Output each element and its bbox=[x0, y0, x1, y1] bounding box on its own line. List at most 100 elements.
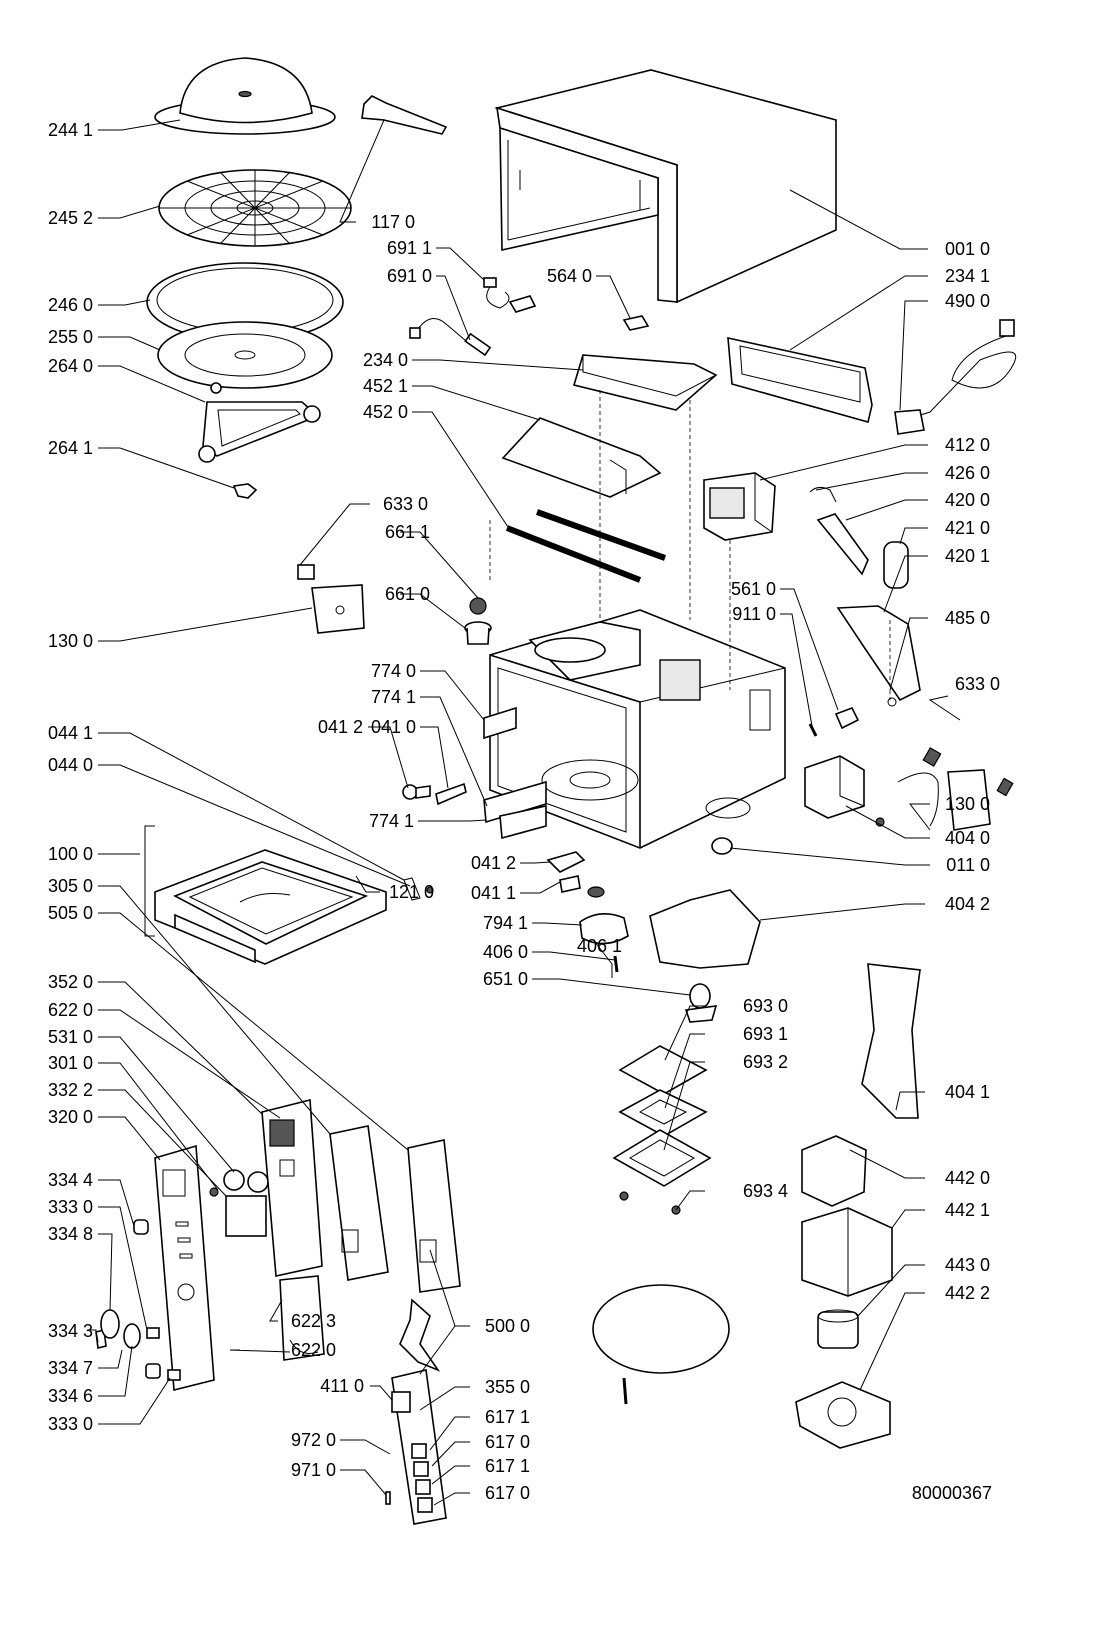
callout-443-0: 443 0 bbox=[945, 1255, 990, 1275]
callout-245-2: 245 2 bbox=[48, 208, 93, 228]
turntable-motor-part bbox=[546, 851, 629, 973]
interlock-switch-right-part bbox=[897, 747, 1014, 831]
callout-334-8: 334 8 bbox=[48, 1224, 93, 1244]
door-catch-part bbox=[402, 782, 467, 806]
callout-404-1: 404 1 bbox=[945, 1082, 990, 1102]
callout-011-0: 011 0 bbox=[946, 855, 990, 875]
callout-130-0-right: 130 0 bbox=[945, 794, 990, 814]
fan-motor-part bbox=[795, 1135, 893, 1449]
callout-485-0: 485 0 bbox=[945, 608, 990, 628]
callout-505-0: 505 0 bbox=[48, 903, 93, 923]
transformer-part bbox=[703, 472, 776, 541]
grill-rack-part bbox=[158, 169, 352, 247]
callout-234-0: 234 0 bbox=[363, 350, 408, 370]
callout-041-2-upper: 041 2 bbox=[318, 717, 363, 737]
power-board-part bbox=[385, 1369, 447, 1525]
turntable-support-part bbox=[198, 382, 321, 463]
callout-691-0: 691 0 bbox=[387, 266, 432, 286]
callout-121-0: 121 0 bbox=[389, 882, 434, 902]
callout-661-0: 661 0 bbox=[385, 584, 430, 604]
callout-633-0-left: 633 0 bbox=[383, 494, 428, 514]
callout-617-0-lower: 617 0 bbox=[485, 1483, 530, 1503]
callout-117-0: 117 0 bbox=[371, 212, 415, 232]
interlock-switch-left-part bbox=[297, 564, 365, 634]
callout-622-0-upper: 622 0 bbox=[48, 1000, 93, 1020]
callout-041-2-lower: 041 2 bbox=[471, 853, 516, 873]
lamp-part bbox=[684, 983, 718, 1023]
callout-320-0: 320 0 bbox=[48, 1107, 93, 1127]
callout-617-1-upper: 617 1 bbox=[485, 1407, 530, 1427]
callout-352-0: 352 0 bbox=[48, 972, 93, 992]
callout-334-6: 334 6 bbox=[48, 1386, 93, 1406]
callout-355-0: 355 0 bbox=[485, 1377, 530, 1397]
callout-255-0: 255 0 bbox=[48, 327, 93, 347]
callout-404-0: 404 0 bbox=[945, 828, 990, 848]
drawing-number: 80000367 bbox=[912, 1483, 992, 1503]
callout-044-0: 044 0 bbox=[48, 755, 93, 775]
callout-244-1: 244 1 bbox=[48, 120, 93, 140]
callout-651-0: 651 0 bbox=[483, 969, 528, 989]
assembly-guide-lines bbox=[489, 390, 891, 700]
callout-412-0: 412 0 bbox=[945, 435, 990, 455]
magnetron-part bbox=[804, 755, 885, 827]
turntable-plate-part bbox=[157, 321, 333, 389]
callout-490-0: 490 0 bbox=[945, 291, 990, 311]
callout-234-1: 234 1 bbox=[945, 266, 990, 286]
callout-404-2: 404 2 bbox=[945, 894, 990, 914]
cover-dome-part bbox=[154, 57, 336, 135]
callout-411-0: 411 0 bbox=[320, 1376, 364, 1396]
callout-001-0: 001 0 bbox=[945, 239, 990, 259]
callout-426-0: 426 0 bbox=[945, 463, 990, 483]
callout-333-0-lower: 333 0 bbox=[48, 1414, 93, 1434]
capacitor-diode-part bbox=[809, 486, 921, 702]
waveguide-cover-part bbox=[572, 354, 718, 411]
bottom-plate-part bbox=[592, 1284, 730, 1405]
coupler-part bbox=[232, 483, 258, 499]
callout-301-0: 301 0 bbox=[48, 1053, 93, 1073]
callout-442-2: 442 2 bbox=[945, 1283, 990, 1303]
callout-693-1: 693 1 bbox=[743, 1024, 788, 1044]
circuit-board-part bbox=[329, 1125, 461, 1293]
callout-332-2: 332 2 bbox=[48, 1080, 93, 1100]
oven-cavity-part bbox=[489, 609, 786, 849]
callout-693-4: 693 4 bbox=[743, 1181, 788, 1201]
callout-693-2: 693 2 bbox=[743, 1052, 788, 1072]
callout-452-0: 452 0 bbox=[363, 402, 408, 422]
thermostat-screw-part bbox=[808, 697, 897, 737]
keypad-part bbox=[209, 1169, 269, 1237]
callout-633-0-right: 633 0 bbox=[955, 674, 1000, 694]
callout-305-0: 305 0 bbox=[48, 876, 93, 896]
callout-labels: 244 1 245 2 246 0 255 0 264 0 264 1 633 … bbox=[48, 120, 1000, 1503]
callout-971-0: 971 0 bbox=[291, 1460, 336, 1480]
callout-334-7: 334 7 bbox=[48, 1358, 93, 1378]
callout-452-1: 452 1 bbox=[363, 376, 408, 396]
callout-100-0: 100 0 bbox=[48, 844, 93, 864]
thermal-fuse-wiring-part bbox=[409, 277, 537, 357]
callout-500-0: 500 0 bbox=[485, 1316, 530, 1336]
callout-693-0: 693 0 bbox=[743, 996, 788, 1016]
assembly-arrow bbox=[399, 1298, 441, 1372]
callout-041-1: 041 1 bbox=[471, 883, 516, 903]
mica-cover-part bbox=[361, 95, 448, 135]
callout-406-0: 406 0 bbox=[483, 942, 528, 962]
callout-531-0: 531 0 bbox=[48, 1027, 93, 1047]
callout-264-1: 264 1 bbox=[48, 438, 93, 458]
callout-334-3: 334 3 bbox=[48, 1321, 93, 1341]
air-chute-part bbox=[861, 963, 921, 1119]
callout-041-0: 041 0 bbox=[371, 717, 416, 737]
callout-406-1: 406 1 bbox=[577, 936, 622, 956]
buttons-knobs-part bbox=[95, 1219, 181, 1381]
callout-774-1-upper: 774 1 bbox=[371, 687, 416, 707]
lamp-holder-part bbox=[464, 597, 492, 645]
grill-element-part bbox=[501, 417, 667, 583]
side-cover-part bbox=[727, 336, 873, 423]
callout-911-0: 911 0 bbox=[732, 604, 776, 624]
control-panel-part bbox=[154, 1144, 215, 1392]
callout-774-0: 774 0 bbox=[371, 661, 416, 681]
hinge-plates-part bbox=[483, 706, 547, 840]
callout-661-1: 661 1 bbox=[385, 522, 430, 542]
callout-264-0: 264 0 bbox=[48, 356, 93, 376]
callout-622-0-lower: 622 0 bbox=[291, 1340, 336, 1360]
callout-420-1: 420 1 bbox=[945, 546, 990, 566]
